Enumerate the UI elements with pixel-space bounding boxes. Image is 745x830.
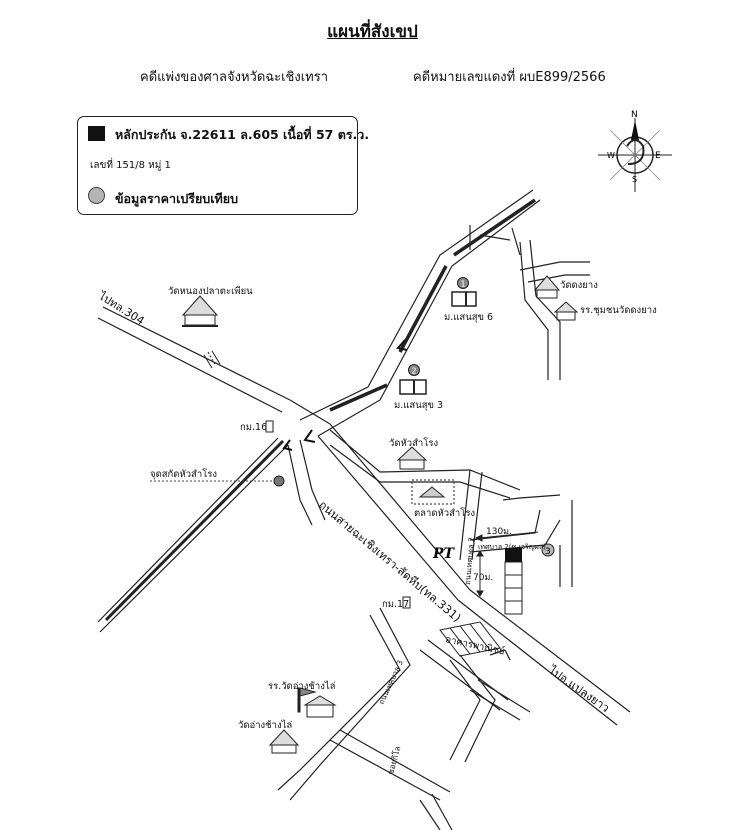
village-3-icon xyxy=(399,364,427,395)
label-market: ตลาดหัวสำโรง xyxy=(414,507,475,519)
temple-nong-pla-icon xyxy=(181,295,219,327)
legend-box: หลักประกัน จ.22611 ล.605 เนื้อที่ 57 ตร.… xyxy=(77,116,369,215)
south-streets xyxy=(277,607,531,830)
distance-markers xyxy=(474,531,539,597)
commercial-block xyxy=(439,621,501,657)
label-km17: กม.17 xyxy=(382,599,409,610)
label-wat-nong-pla: วัดหนองปลาตะเพียน xyxy=(168,285,253,297)
bridge-marks xyxy=(203,350,221,369)
label-village-3: ม.แสนสุข 3 xyxy=(394,400,443,411)
comparison-circle-icon xyxy=(88,187,105,204)
temple-wat-ang-icon xyxy=(268,729,300,754)
school-dong-yang-icon xyxy=(553,301,579,321)
compass-s: S xyxy=(632,175,637,184)
compass-n: N xyxy=(631,110,638,120)
compass-e: E xyxy=(655,151,661,161)
collateral-square-icon xyxy=(88,126,105,141)
case-number: คดีหมายเลขแดงที่ ผบE899/2566 xyxy=(413,70,606,85)
main-highway xyxy=(97,306,631,726)
label-commercial: อาคารพาณิชย์ xyxy=(444,633,505,657)
legend-house-number: เลขที่ 151/8 หมู่ 1 xyxy=(90,160,171,171)
label-wat-dong-yang: วัดดงยาง xyxy=(560,280,598,291)
label-to-plaeng-yao: ไปอ.แปลงยาว xyxy=(545,662,612,715)
label-school-wat-ang: รร.วัดอ่างช้างไล่ xyxy=(268,680,336,692)
ne-road xyxy=(299,189,541,437)
direction-arrows xyxy=(282,339,408,451)
court-name: คดีแพ่งของศาลจังหวัดฉะเชิงเทรา xyxy=(140,70,329,85)
collateral-property xyxy=(504,548,523,615)
legend-collateral: หลักประกัน จ.22611 ล.605 เนื้อที่ 57 ตร.… xyxy=(115,127,370,142)
label-soi-muni2: ถนนเทศบาล 2 xyxy=(463,537,476,586)
label-wat-hua-samrong: วัดหัวสำโรง xyxy=(389,437,438,449)
local-roads xyxy=(287,225,590,587)
sw-road xyxy=(97,437,289,633)
label-to-route-304: ไปทล.304 xyxy=(96,289,147,328)
km17-post-icon xyxy=(402,596,411,609)
comparison-marker-icon xyxy=(541,543,555,557)
km16-post-icon xyxy=(265,420,274,433)
label-soi-wajan: เทศบาล 2(ซ.เจริญผล) xyxy=(478,543,546,551)
school-wat-ang-icon xyxy=(297,687,337,718)
village-3-number: 2 xyxy=(412,367,417,376)
legend-comparison: ข้อมูลราคาเปรียบเทียบ xyxy=(115,191,239,206)
label-soi-bottom: ซอยกิโล xyxy=(385,745,402,776)
village-6-number: 1 xyxy=(461,280,466,289)
temple-dong-yang-icon xyxy=(533,275,561,299)
market-icon xyxy=(411,479,455,505)
compass-w: W xyxy=(607,151,615,160)
map-title: แผนที่สังเขป xyxy=(327,22,418,42)
label-wat-ang: วัดอ่างช้างไล่ xyxy=(238,719,292,731)
temple-hua-samrong-icon xyxy=(396,446,428,470)
comparison-number: 3 xyxy=(545,547,551,557)
label-km16: กม.16 xyxy=(240,422,267,433)
label-village-6: ม.แสนสุข 6 xyxy=(444,312,493,323)
label-school-dong-yang: รร.ชุมชนวัดดงยาง xyxy=(580,305,657,316)
checkpoint-icon xyxy=(150,475,285,487)
label-checkpoint: จุดสกัดหัวสำโรง xyxy=(150,468,217,480)
label-soi-muni3: ถนนเทศบาล 3 xyxy=(377,659,405,706)
compass-icon xyxy=(598,118,672,192)
label-130m: 130ม. xyxy=(486,527,512,537)
village-6-icon xyxy=(451,277,477,307)
label-70m: 70ม. xyxy=(473,573,493,583)
pt-station-icon: PT xyxy=(432,546,456,562)
